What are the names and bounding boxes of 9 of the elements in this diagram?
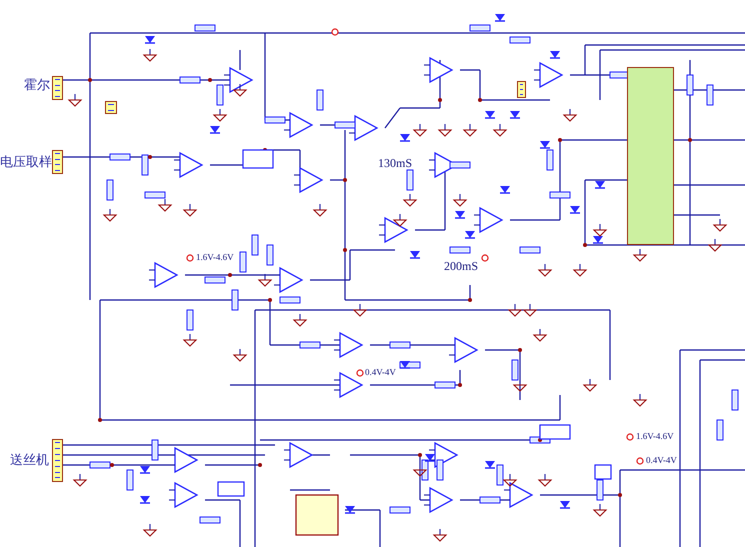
connector-label: 电压取样 <box>0 155 52 168</box>
voltage-range-label: 0.4V-4V <box>365 368 396 377</box>
voltage-range-label: 1.6V-4.6V <box>196 253 234 262</box>
connector-label: 霍尔 <box>24 78 50 91</box>
timing-label: 130mS <box>378 157 412 169</box>
voltage-range-label: 0.4V-4V <box>646 456 677 465</box>
timing-label: 200mS <box>444 260 478 272</box>
connector-label: 送丝机 <box>10 453 49 466</box>
voltage-range-label: 1.6V-4.6V <box>636 432 674 441</box>
